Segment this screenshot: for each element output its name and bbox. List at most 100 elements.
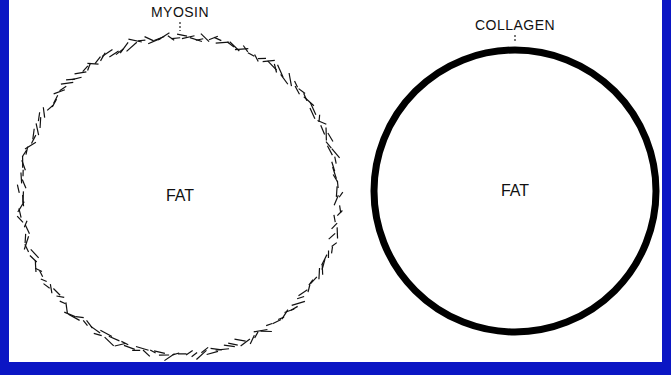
myosin-fiber — [61, 82, 73, 84]
myosin-fiber — [64, 312, 75, 317]
myosin-fiber — [115, 344, 126, 346]
myosin-fiber — [75, 72, 87, 74]
myosin-fiber — [83, 66, 88, 72]
myosin-fiber — [72, 77, 81, 79]
myosin-fiber — [224, 345, 235, 346]
myosin-fiber — [299, 89, 305, 94]
myosin-fiber — [321, 125, 325, 134]
leader-line — [179, 22, 180, 31]
myosin-fiber — [150, 350, 155, 353]
myosin-fiber — [50, 284, 52, 293]
myosin-fiber — [33, 129, 34, 140]
myosin-fiber — [234, 339, 245, 341]
myosin-fiber — [53, 289, 60, 296]
myosin-fiber — [109, 336, 120, 341]
myosin-fiber — [309, 280, 313, 285]
myosin-fiber — [334, 215, 335, 222]
myosin-fiber — [54, 95, 58, 103]
myosin-fiber — [297, 296, 304, 298]
myosin-fiber — [132, 350, 140, 351]
myosin-fiber — [298, 290, 307, 296]
myosin-fiber — [331, 247, 333, 254]
myosin-fiber — [31, 249, 39, 257]
myosin-fiber — [278, 65, 283, 77]
myosin-fiber — [332, 243, 337, 247]
myosin-fiber — [310, 108, 315, 119]
myosin-fiber — [255, 55, 259, 62]
myosin-fiber — [310, 277, 317, 284]
myosin-fiber — [266, 324, 272, 326]
myosin-fiber — [43, 107, 44, 117]
myosin-fiber — [100, 330, 112, 336]
myosin-fiber — [255, 332, 258, 338]
myosin-fiber — [207, 351, 218, 354]
myosin-fiber — [254, 330, 268, 332]
myosin-fiber — [292, 301, 305, 305]
myosin-fiber — [332, 149, 340, 158]
myosin-fiber — [310, 102, 316, 114]
fat-label: FAT — [17, 186, 343, 206]
myosin-fiber — [325, 128, 327, 141]
myosin-fiber — [24, 221, 27, 227]
myosin-fiber — [124, 345, 135, 349]
fat-globule: COLLAGENFAT — [370, 46, 660, 336]
myosin-fiber — [39, 117, 41, 128]
myosin-fiber — [66, 302, 67, 313]
myosin-fiber — [44, 284, 50, 289]
myosin-fiber — [60, 301, 66, 304]
myosin-fiber — [211, 348, 222, 350]
myosin-fiber — [201, 34, 209, 42]
myosin-fiber — [56, 296, 64, 297]
myosin-fiber — [105, 337, 114, 346]
white-panel — [9, 0, 662, 362]
myosin-fiber — [87, 63, 98, 65]
myosin-fiber — [214, 37, 221, 40]
myosin-fiber — [192, 352, 197, 356]
myosin-fiber — [101, 53, 106, 61]
myosin-fiber — [278, 317, 284, 319]
myosin-fiber — [143, 350, 150, 356]
myosin-fiber — [322, 264, 324, 274]
myosin-fiber — [83, 320, 87, 325]
myosin-fiber — [196, 350, 206, 359]
myosin-fiber — [127, 42, 137, 51]
myosin-fiber — [318, 268, 320, 279]
myosin-fiber — [327, 146, 332, 155]
myosin-fiber — [22, 170, 23, 176]
myosin-fiber — [171, 37, 180, 39]
myosin-fiber — [258, 58, 266, 59]
fat-globule: MYOSINFAT — [17, 33, 343, 359]
myosin-fiber — [38, 112, 39, 121]
myosin-fiber — [17, 216, 23, 222]
myosin-fiber — [41, 279, 47, 282]
myosin-fiber — [274, 64, 276, 73]
myosin-fiber — [186, 350, 193, 355]
myosin-fiber — [273, 320, 282, 324]
myosin-fiber — [335, 157, 336, 164]
myosin-fiber — [76, 316, 84, 318]
myosin-fiber — [20, 172, 22, 183]
myosin-fiber — [25, 234, 27, 243]
myosin-fiber — [248, 53, 254, 57]
myosin-fiber — [25, 142, 36, 149]
myosin-fiber — [22, 180, 26, 189]
myosin-fiber — [250, 335, 254, 344]
myosin-fiber — [47, 105, 53, 110]
myosin-fiber — [159, 354, 169, 355]
myosin-fiber — [329, 233, 335, 239]
protein-label: MYOSIN — [17, 3, 343, 21]
myosin-fiber — [30, 255, 37, 262]
myosin-fiber — [54, 90, 65, 94]
myosin-fiber — [177, 34, 187, 36]
myosin-fiber — [328, 250, 329, 257]
myosin-fiber — [304, 97, 314, 106]
myosin-fiber — [136, 346, 149, 350]
myosin-fiber — [22, 191, 24, 202]
myosin-fiber — [216, 42, 229, 44]
myosin-fiber — [328, 133, 333, 142]
myosin-fiber — [22, 156, 23, 168]
myosin-fiber — [138, 39, 145, 41]
myosin-fiber — [281, 74, 288, 84]
myosin-fiber — [145, 37, 154, 41]
